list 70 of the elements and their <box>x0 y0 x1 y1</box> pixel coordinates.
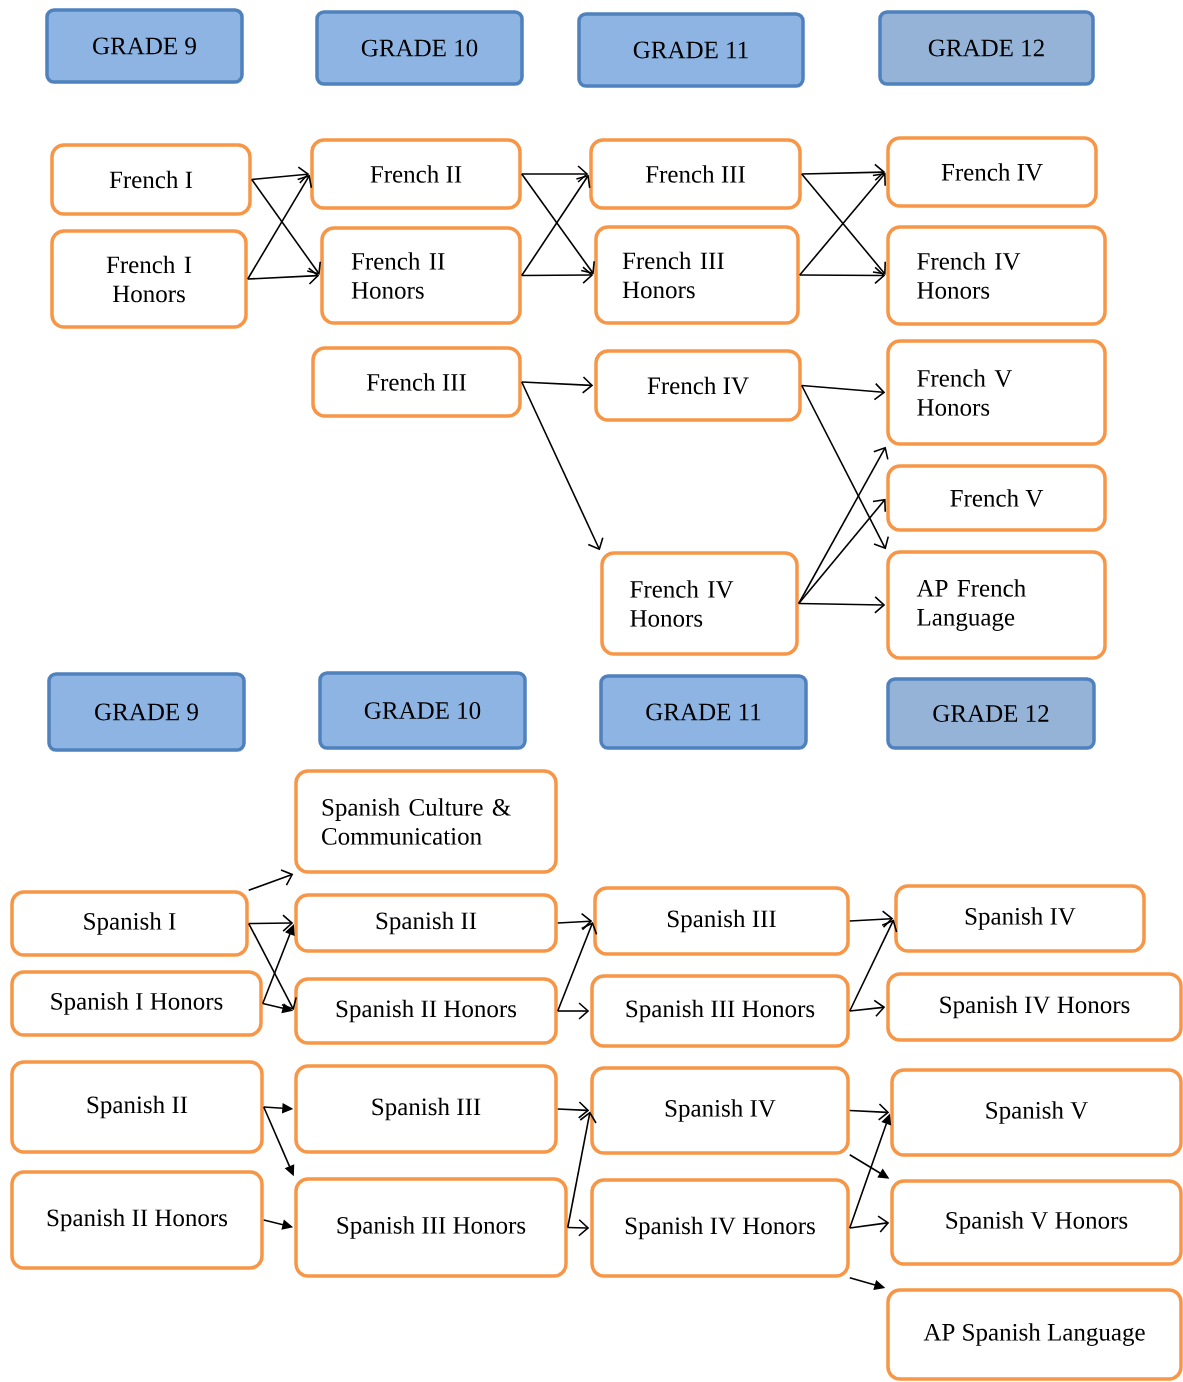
arrow <box>800 384 890 550</box>
arrow <box>848 910 894 928</box>
arrow <box>247 869 294 892</box>
arrow <box>848 1103 890 1121</box>
course-box: Spanish III <box>593 886 850 956</box>
grade-header-box: GRADE 11 <box>599 674 808 750</box>
course-box: Spanish III <box>294 1064 558 1154</box>
arrow <box>556 921 598 1012</box>
arrow <box>247 914 294 932</box>
course-box: AP French Language <box>886 550 1107 660</box>
course-box: Spanish Culture & Communication <box>294 769 558 874</box>
course-box: Spanish III Honors <box>590 974 850 1048</box>
arrow <box>797 498 887 605</box>
course-box: Spanish V Honors <box>890 1179 1183 1266</box>
course-box: Spanish II <box>294 893 558 953</box>
arrow <box>566 1218 590 1237</box>
grade-header-box: GRADE 10 <box>315 10 524 86</box>
course-box: French V Honors <box>886 339 1107 446</box>
arrow <box>556 1101 590 1119</box>
course-box: French I Honors <box>50 229 248 329</box>
arrow <box>848 919 898 1012</box>
arrow <box>798 266 886 285</box>
course-box: French I <box>50 143 252 216</box>
arrow <box>797 446 889 605</box>
arrow <box>848 999 886 1017</box>
arrow <box>246 174 313 280</box>
course-box: Spanish III Honors <box>294 1177 568 1278</box>
arrow <box>800 163 886 182</box>
course-box: French III <box>311 346 522 418</box>
course-box: French IV <box>886 136 1098 208</box>
course-box: French IV <box>594 349 802 422</box>
arrow <box>520 376 594 394</box>
arrow <box>800 382 886 401</box>
course-box: Spanish IV <box>590 1066 850 1155</box>
course-box: French II <box>310 138 522 210</box>
course-box: French IV Honors <box>600 551 799 656</box>
arrow <box>797 596 886 614</box>
grade-header-box: GRADE 10 <box>318 671 527 750</box>
grade-header-box: GRADE 12 <box>878 10 1095 86</box>
course-box: Spanish II Honors <box>294 977 558 1045</box>
grade-header-box: GRADE 11 <box>577 12 805 88</box>
course-box: French V <box>886 464 1107 532</box>
course-box: Spanish I Honors <box>10 970 263 1037</box>
course-box: French IV Honors <box>886 225 1107 326</box>
course-box: Spanish V <box>890 1068 1183 1157</box>
arrow <box>566 1111 597 1229</box>
grade-header-box: GRADE 9 <box>45 8 244 84</box>
arrow <box>261 924 295 1005</box>
arrow <box>520 165 589 183</box>
course-box: Spanish IV Honors <box>590 1178 850 1278</box>
course-box: Spanish IV <box>894 884 1146 953</box>
course-box: Spanish II Honors <box>10 1170 264 1270</box>
arrow <box>520 381 604 551</box>
course-box: French III Honors <box>594 225 800 325</box>
arrow <box>556 1002 590 1020</box>
grade-header-box: GRADE 12 <box>886 677 1096 750</box>
course-box: AP Spanish Language <box>886 1288 1183 1381</box>
arrow <box>520 266 594 284</box>
grade-header-box: GRADE 9 <box>47 672 246 752</box>
arrow <box>250 166 310 184</box>
course-box: Spanish I <box>10 890 249 957</box>
course-box: French II Honors <box>320 226 522 325</box>
course-box: Spanish IV Honors <box>886 972 1183 1042</box>
arrow <box>246 267 320 285</box>
arrow <box>250 178 322 275</box>
arrow <box>556 912 593 931</box>
arrow <box>848 1215 890 1233</box>
arrow <box>247 922 297 1011</box>
course-box: Spanish II <box>10 1060 264 1154</box>
course-box: French III <box>589 138 802 210</box>
